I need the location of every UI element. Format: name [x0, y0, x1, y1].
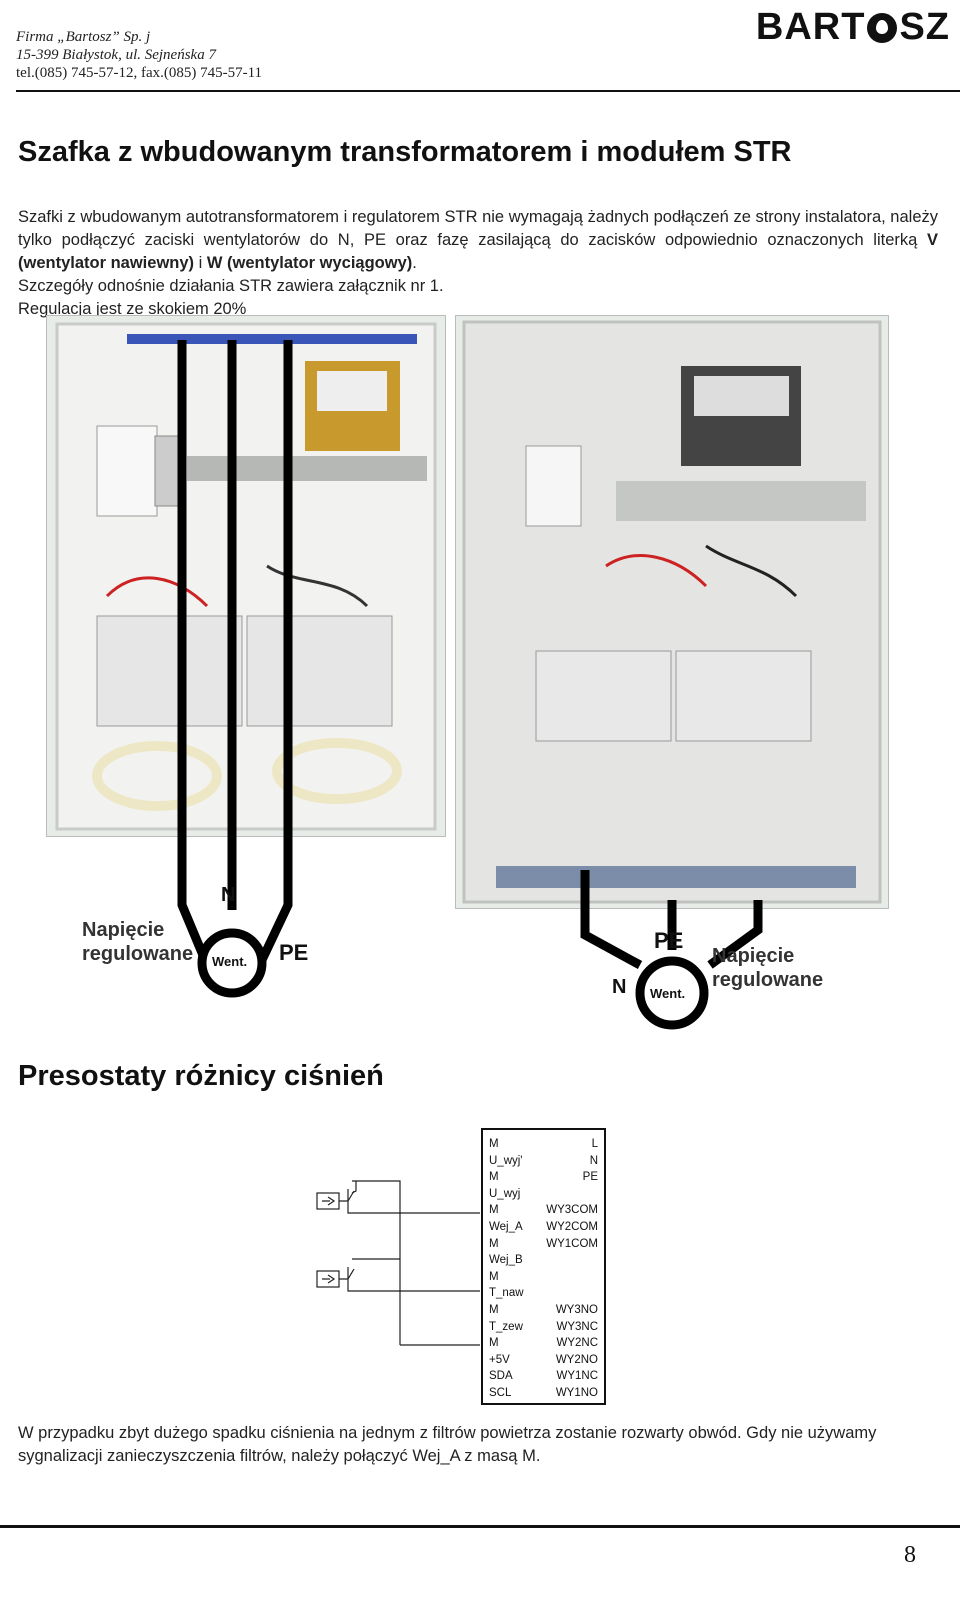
terminal-right-label: WY2NO	[555, 1353, 598, 1366]
terminal-left-label: T_naw	[489, 1287, 524, 1300]
left-pe-label: PE	[279, 940, 309, 965]
terminal-row: Wej_A WY2COM	[489, 1219, 598, 1235]
right-regulated-voltage-label: Napięcie regulowane	[712, 945, 824, 991]
terminal-left-label: T_zew	[489, 1320, 523, 1333]
footer-divider	[0, 1525, 960, 1528]
company-street: 15-399 Białystok, ul. Sejneńska 7	[16, 47, 216, 63]
section-title-cabinet: Szafka z wbudowanym transformatorem i mo…	[18, 136, 792, 168]
header-divider	[16, 90, 960, 92]
right-fan-label: Went.	[650, 986, 686, 1001]
terminal-row: M	[489, 1269, 598, 1285]
terminal-left-label: M	[489, 1237, 499, 1250]
intro-paragraph: Szafki z wbudowanym autotransformatorem …	[18, 208, 938, 318]
pressure-switch-paragraph: W przypadku zbyt dużego spadku ciśnienia…	[18, 1424, 877, 1465]
terminal-left-label: Wej_B	[489, 1254, 523, 1267]
terminal-row: SCL WY1NO	[489, 1385, 598, 1401]
terminal-row: Wej_B	[489, 1252, 598, 1268]
terminal-row: M WY1COM	[489, 1236, 598, 1252]
terminal-left-label: +5V	[489, 1353, 510, 1366]
terminal-left-label: U_wyj'	[489, 1154, 523, 1167]
terminal-left-label: M	[489, 1337, 499, 1350]
terminal-row: M WY2NC	[489, 1335, 598, 1351]
terminal-left-label: SDA	[489, 1370, 513, 1383]
terminal-left-label: M	[489, 1270, 499, 1283]
terminal-right-label: WY3NO	[555, 1304, 598, 1316]
page-header: Firma „Bartosz” Sp. j 15-399 Białystok, …	[16, 6, 956, 92]
terminal-left-label: M	[489, 1204, 499, 1217]
terminal-right-label: WY2NC	[556, 1337, 598, 1350]
terminal-left-label: U_wyj	[489, 1187, 521, 1200]
terminal-right-label: WY1COM	[546, 1237, 598, 1250]
terminal-row: U_wyj' N	[489, 1153, 598, 1169]
company-phone: tel.(085) 745-57-12, fax.(085) 745-57-11	[16, 65, 263, 81]
section-title-pressure-switches: Presostaty różnicy ciśnień	[18, 1060, 384, 1092]
cabinet-photo-left	[46, 315, 446, 837]
terminal-right-label: N	[589, 1154, 598, 1167]
terminal-right-label: L	[591, 1138, 598, 1150]
drop-icon	[867, 12, 898, 43]
terminal-row: M PE	[489, 1169, 598, 1185]
right-n-label: N	[612, 976, 627, 998]
pressure-switch-schematic	[316, 1180, 480, 1346]
terminal-row: +5V WY2NO	[489, 1352, 598, 1368]
terminal-row: M WY3COM	[489, 1202, 598, 1218]
terminal-right-label: WY2COM	[546, 1221, 598, 1233]
terminal-right-label: WY1NO	[555, 1387, 598, 1399]
terminal-row: T_zew WY3NC	[489, 1319, 598, 1335]
terminal-left-label: M	[489, 1171, 499, 1184]
terminal-row: U_wyj	[489, 1186, 598, 1202]
left-n-label: N	[221, 884, 236, 906]
page-number: 8	[904, 1542, 916, 1568]
company-address: Firma „Bartosz” Sp. j 15-399 Białystok, …	[16, 28, 956, 82]
terminal-left-label: M	[489, 1138, 499, 1150]
left-regulated-voltage-label: Napięcie regulowane	[82, 919, 194, 965]
terminal-row: SDA WY1NC	[489, 1368, 598, 1384]
terminal-row: M WY3NO	[489, 1302, 598, 1318]
cabinet-photo-right	[455, 315, 889, 909]
company-name: Firma „Bartosz” Sp. j	[16, 29, 151, 45]
right-pe-label: PE	[654, 928, 684, 953]
terminal-right-label: WY1NC	[556, 1370, 598, 1383]
terminal-left-label: SCL	[489, 1387, 512, 1399]
left-fan-label: Went.	[212, 954, 248, 969]
terminal-right-label: PE	[582, 1171, 598, 1184]
terminal-left-label: Wej_A	[489, 1221, 523, 1233]
terminal-row: T_naw	[489, 1285, 598, 1301]
terminal-right-label: WY3NC	[556, 1320, 598, 1333]
terminal-right-label: WY3COM	[546, 1204, 598, 1217]
terminal-left-label: M	[489, 1304, 499, 1316]
